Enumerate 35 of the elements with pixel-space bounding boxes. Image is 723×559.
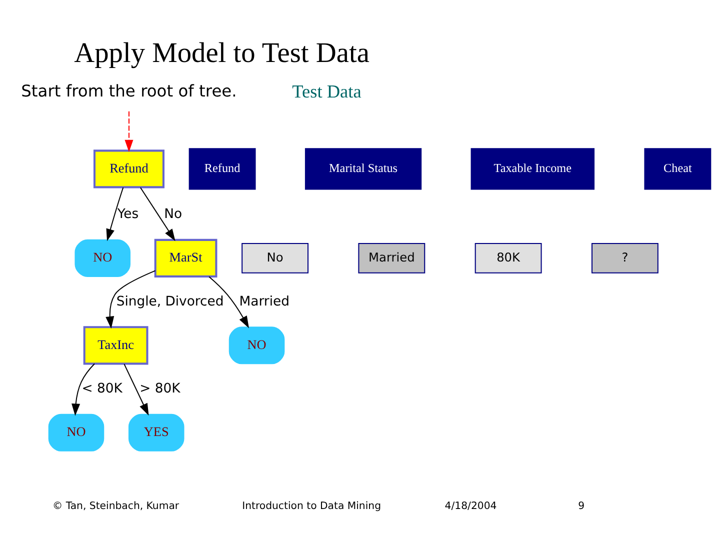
label: No: [266, 250, 284, 264]
edge-label: Yes: [117, 206, 139, 222]
arrow: [124, 363, 149, 416]
label: ?: [622, 250, 628, 264]
edge-label: > 80K: [140, 380, 180, 396]
arrow: [106, 186, 124, 241]
label: Introduction to Data Mining: [242, 500, 382, 512]
arrow: [140, 186, 176, 241]
label: Marital Status: [329, 160, 398, 175]
label: © Tan, Steinbach, Kumar: [52, 500, 180, 512]
edge-label: < 80K: [82, 380, 122, 396]
diagram-title: Apply Model to Test Data: [74, 37, 370, 68]
node-box: YES: [128, 413, 184, 451]
arrow: [124, 110, 134, 152]
label: Cheat: [664, 160, 692, 175]
edge-label: No: [164, 206, 182, 222]
arrow: [72, 362, 95, 416]
node-box: MarSt: [154, 238, 218, 277]
label: 80K: [496, 250, 520, 264]
label: Taxable Income: [494, 160, 572, 175]
node-box: NO: [74, 238, 130, 276]
node-box: TaxInc: [83, 326, 148, 364]
node-box: NO: [48, 413, 104, 451]
label: Refund: [204, 160, 240, 175]
node-text: Start from the root of tree.: [21, 81, 237, 100]
label: Married: [368, 250, 415, 264]
arrow: [208, 276, 250, 328]
label: Test Data: [292, 80, 362, 101]
edge-label: Single, Divorced: [116, 294, 224, 309]
label: 4/18/2004: [444, 500, 497, 512]
node-box: NO: [228, 326, 285, 364]
arrow: [106, 270, 156, 328]
edge-label: Married: [239, 294, 290, 309]
node-box: Refund: [93, 149, 164, 188]
label: 9: [578, 500, 585, 512]
